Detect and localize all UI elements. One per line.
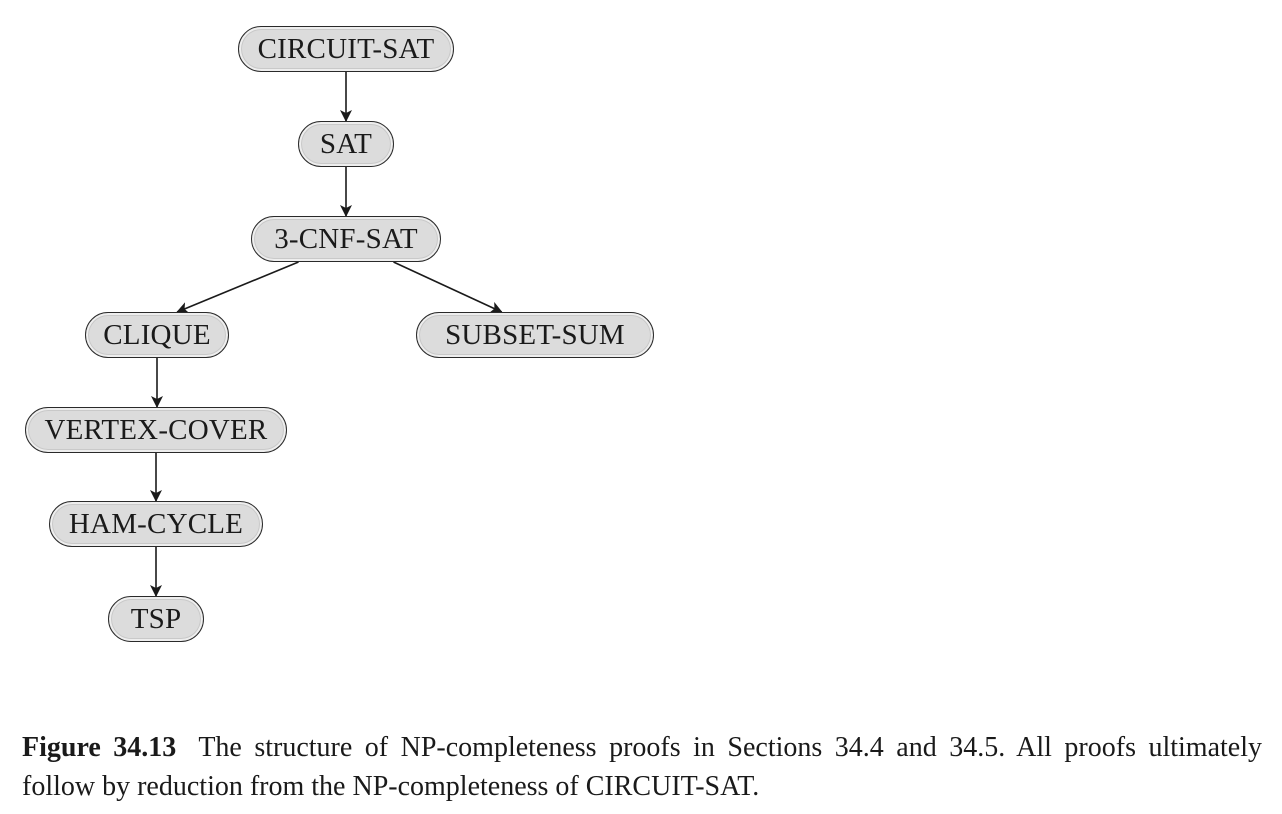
- node-clique: CLIQUE: [85, 312, 229, 358]
- node-sat: SAT: [298, 121, 394, 167]
- figure-caption-text: The structure of NP-completeness proofs …: [22, 732, 1263, 802]
- figure-label: Figure 34.13: [22, 732, 177, 763]
- node-3-cnf-sat: 3-CNF-SAT: [251, 216, 441, 262]
- node-tsp: TSP: [108, 596, 204, 642]
- node-ham-cycle: HAM-CYCLE: [49, 501, 263, 547]
- reduction-diagram: CIRCUIT-SAT SAT 3-CNF-SAT CLIQUE SUBSET-…: [25, 26, 654, 642]
- node-circuit-sat: CIRCUIT-SAT: [238, 26, 454, 72]
- reduction-arrow-cnf3_sat-to-clique: [176, 261, 299, 314]
- reduction-edges: [150, 72, 503, 597]
- reduction-arrow-cnf3_sat-to-subset_sum: [393, 261, 503, 313]
- node-vertex-cover: VERTEX-COVER: [25, 407, 287, 453]
- node-subset-sum: SUBSET-SUM: [416, 312, 654, 358]
